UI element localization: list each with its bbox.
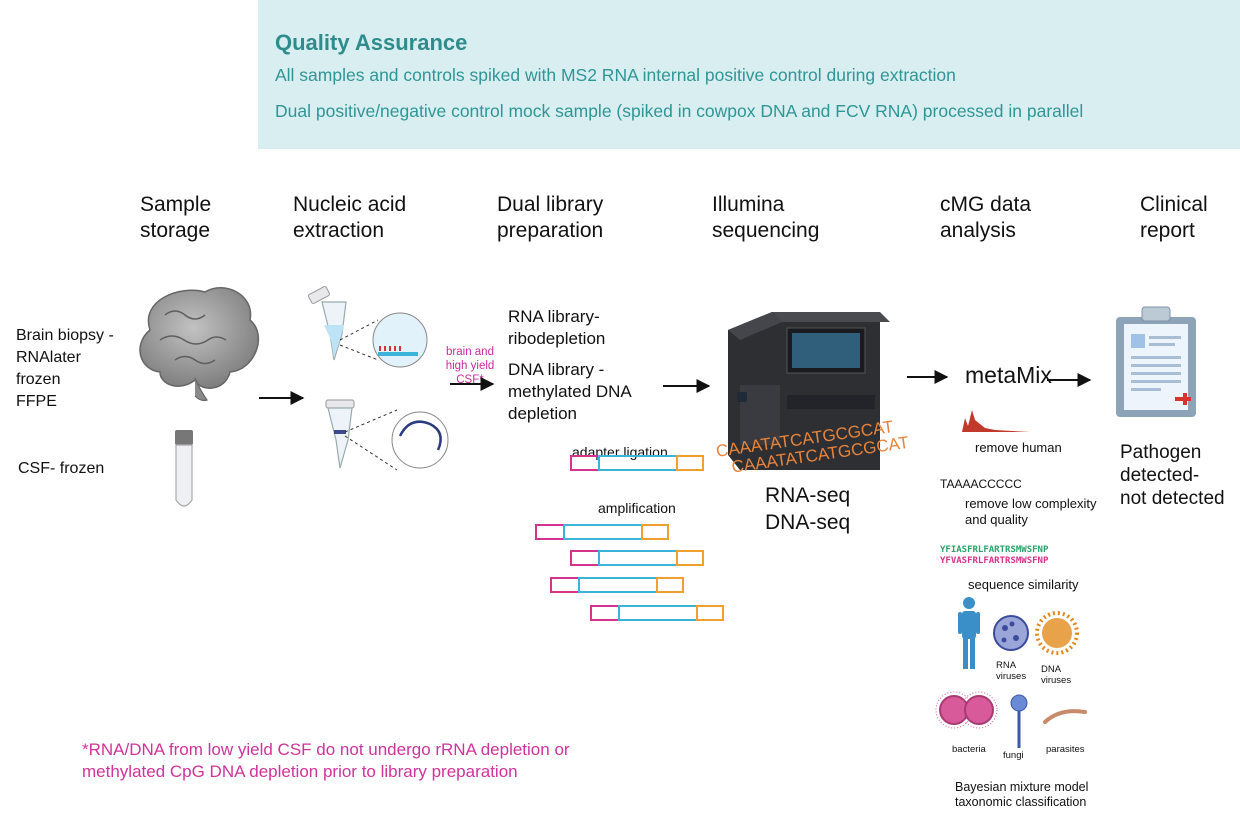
protein-alignment: YFIASFRLFARTRSMWSFNP YFVASFRLFARTRSMWSFN… bbox=[940, 545, 1049, 566]
bacteria-label: bacteria bbox=[952, 744, 986, 755]
dna-viruses-label: DNA viruses bbox=[1041, 664, 1072, 686]
quality-assurance-panel bbox=[258, 0, 1240, 149]
rna-extraction-tube-icon bbox=[308, 286, 428, 368]
rna-virus-icon bbox=[993, 615, 1029, 651]
remove-human-label: remove human bbox=[975, 440, 1062, 455]
adapter-ligation-fragment bbox=[570, 455, 704, 471]
sequence-similarity-label: sequence similarity bbox=[968, 577, 1079, 592]
fungi-label: fungi bbox=[1003, 750, 1024, 761]
brain-sample-types: Brain biopsy - RNAlater frozen FFPE bbox=[16, 327, 114, 410]
dna-virus-icon bbox=[1035, 611, 1079, 655]
fungi-icon bbox=[1010, 694, 1028, 748]
low-complexity-label: remove low complexity and quality bbox=[965, 496, 1097, 527]
sequencer-icon bbox=[728, 312, 890, 470]
csf-sample-type: CSF- frozen bbox=[18, 460, 105, 477]
bayesian-model-label: Bayesian mixture model taxonomic classif… bbox=[955, 780, 1089, 809]
bacteria-icon bbox=[935, 691, 998, 729]
qa-title: Quality Assurance bbox=[275, 30, 468, 55]
seq-types: RNA-seq DNA-seq bbox=[765, 484, 851, 534]
report-result: Pathogen detected- not detected bbox=[1120, 442, 1225, 509]
footnote: *RNA/DNA from low yield CSF do not under… bbox=[82, 740, 570, 781]
rna-library-text: RNA library- ribodepletion bbox=[508, 307, 606, 348]
qa-line-2: Dual positive/negative control mock samp… bbox=[275, 101, 1084, 121]
parasites-label: parasites bbox=[1046, 744, 1085, 755]
low-complexity-sequence: TAAAACCCCC bbox=[940, 477, 1022, 491]
human-icon bbox=[958, 597, 980, 669]
amplification-label: amplification bbox=[598, 500, 676, 516]
rna-viruses-label: RNA viruses bbox=[996, 660, 1027, 682]
human-reads-histogram-icon bbox=[956, 410, 1030, 432]
metamix-label: metaMix bbox=[965, 362, 1052, 388]
qa-line-1: All samples and controls spiked with MS2… bbox=[275, 65, 956, 85]
branch-label: brain and high yield CSF* bbox=[445, 346, 495, 386]
brain-icon bbox=[139, 287, 260, 402]
amplified-fragments bbox=[535, 524, 724, 621]
clinical-report-clipboard-icon bbox=[1116, 306, 1196, 417]
csf-tube-icon bbox=[175, 430, 193, 507]
parasite-icon bbox=[1043, 709, 1087, 724]
dna-extraction-tube-icon bbox=[325, 399, 449, 471]
dna-library-text: DNA library - methylated DNA depletion bbox=[508, 360, 632, 423]
